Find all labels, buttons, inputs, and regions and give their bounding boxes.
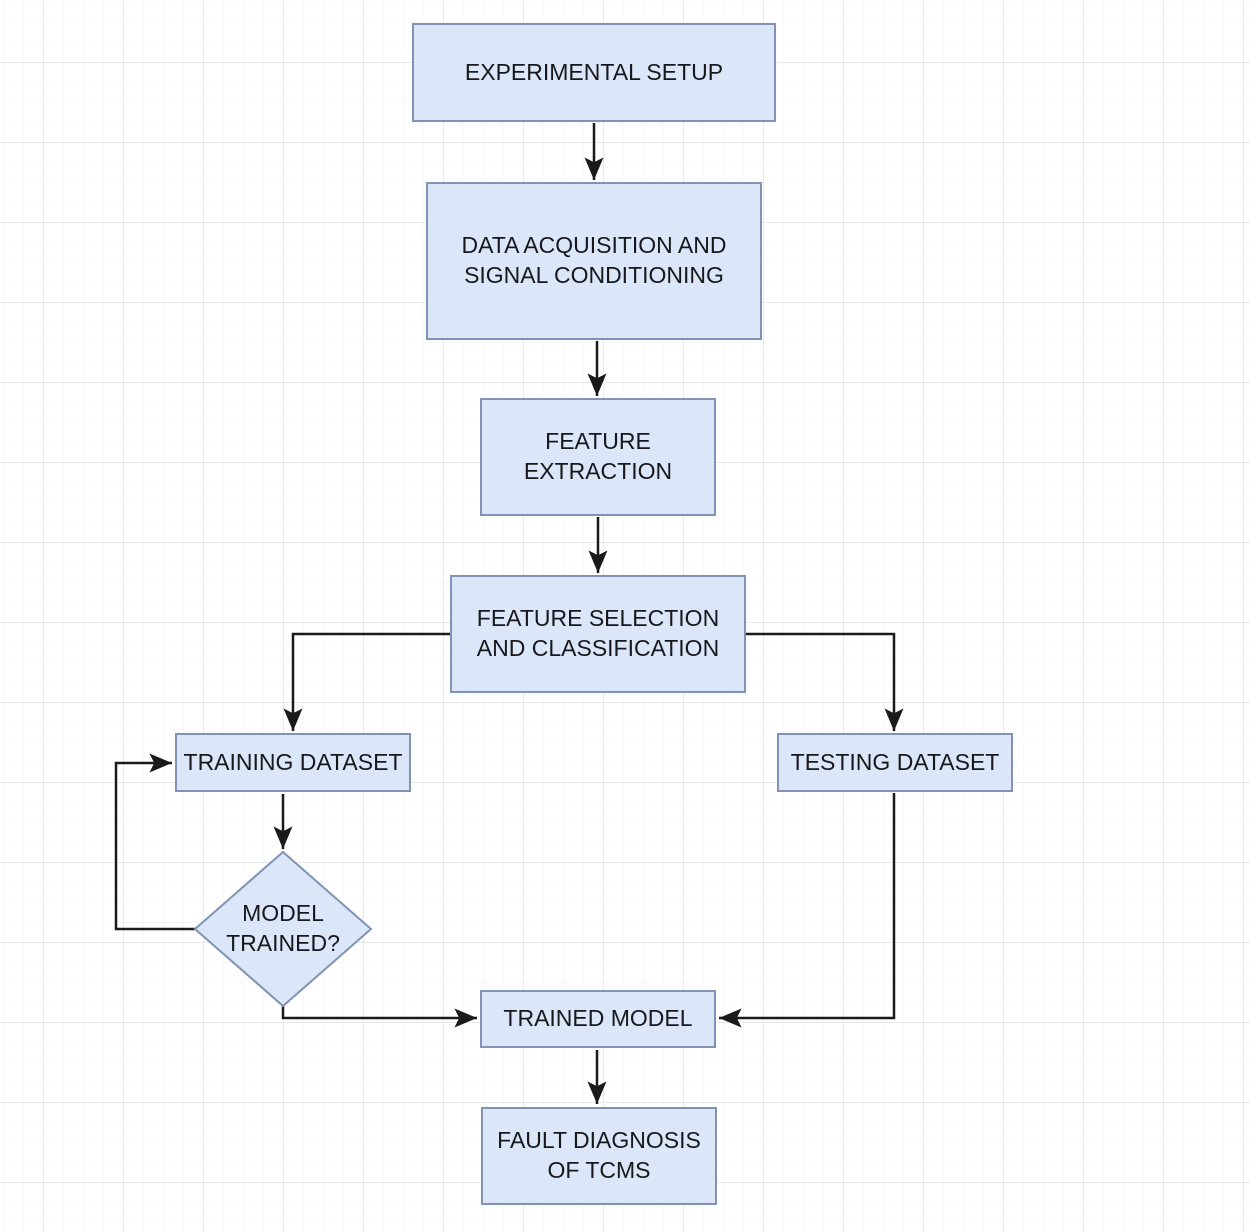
node-testing-dataset: TESTING DATASET bbox=[777, 733, 1013, 792]
node-training-dataset: TRAINING DATASET bbox=[175, 733, 411, 792]
edge-decision-to-trained-model bbox=[281, 1006, 477, 1028]
node-experimental-setup: EXPERIMENTAL SETUP bbox=[412, 23, 776, 122]
node-fault-diagnosis: FAULT DIAGNOSIS OF TCMS bbox=[481, 1107, 717, 1205]
node-feature-extraction: FEATURE EXTRACTION bbox=[480, 398, 716, 516]
node-trained-model: TRAINED MODEL bbox=[480, 990, 716, 1048]
edge-selection-to-testing bbox=[746, 632, 904, 731]
node-model-trained-label: MODEL TRAINED? bbox=[226, 900, 340, 956]
edge-testing-to-trained-model bbox=[719, 793, 896, 1028]
node-data-acquisition: DATA ACQUISITION AND SIGNAL CONDITIONING bbox=[426, 182, 762, 340]
edge-selection-to-training bbox=[283, 632, 450, 731]
node-feature-selection: FEATURE SELECTION AND CLASSIFICATION bbox=[450, 575, 746, 693]
edge-decision-loop-to-training bbox=[114, 753, 195, 931]
decision-model-trained-shape bbox=[193, 850, 373, 1008]
